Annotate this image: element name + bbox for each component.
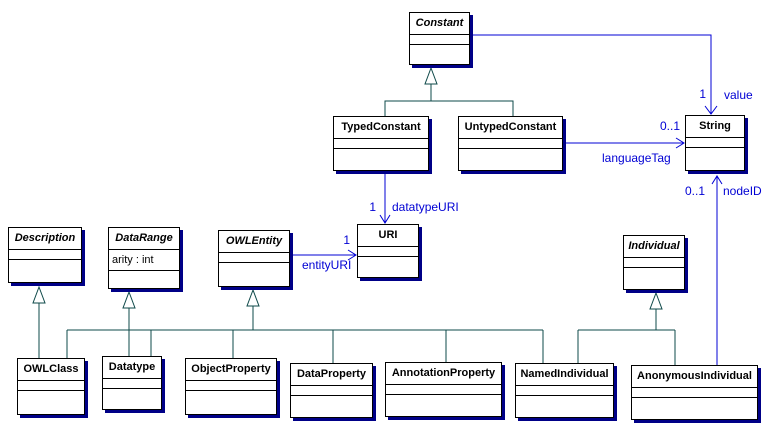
class-title: UntypedConstant [459,117,562,139]
attributes-compartment [632,388,757,398]
operations-compartment [9,260,81,282]
languagetag-multiplicity-label: 0..1 [659,119,680,133]
class-dataproperty[interactable]: DataProperty [290,363,373,418]
generalization-individual [577,291,676,365]
operations-compartment [334,149,428,170]
class-title: Description [9,228,81,250]
class-datarange[interactable]: DataRange arity : int [108,227,180,289]
class-title: Constant [410,13,469,35]
class-title: NamedIndividual [516,364,613,386]
languagetag-association-label: languageTag [602,151,671,165]
class-title: Individual [624,236,684,258]
operations-compartment [219,263,289,286]
class-title: TypedConstant [334,117,428,139]
class-owlclass[interactable]: OWLClass [17,358,85,415]
attributes-compartment [291,386,372,396]
operations-compartment [632,398,757,419]
operations-compartment [516,396,613,417]
operations-compartment [358,257,418,277]
attributes-compartment [624,258,684,268]
attributes-compartment [103,379,161,389]
operations-compartment [410,45,469,64]
generalization-description [32,285,46,358]
operations-compartment [291,396,372,417]
class-title: AnonymousIndividual [632,366,757,388]
class-title: DataProperty [291,364,372,386]
attributes-compartment [516,386,613,396]
attributes-compartment [334,139,428,149]
operations-compartment [686,148,744,170]
operations-compartment [186,391,276,414]
attributes-compartment [358,247,418,257]
class-title: DataRange [109,228,179,250]
operations-compartment [386,395,501,416]
attributes-compartment [186,381,276,391]
class-typedconstant[interactable]: TypedConstant [333,116,429,171]
class-individual[interactable]: Individual [623,235,685,290]
datatypeuri-association-label: datatypeURI [392,200,459,214]
attributes-compartment [459,139,562,149]
association-nodeid [711,175,723,365]
association-languagetag [566,137,685,149]
entityuri-multiplicity-label: 1 [343,233,350,247]
operations-compartment [18,391,84,414]
class-untypedconstant[interactable]: UntypedConstant [458,116,563,171]
generalization-owlentity [66,288,544,363]
class-constant[interactable]: Constant [409,12,470,65]
class-title: Datatype [103,357,161,379]
datatypeuri-multiplicity-label: 1 [369,200,376,214]
entityuri-association-label: entityURI [302,258,352,272]
class-namedindividual[interactable]: NamedIndividual [515,363,614,418]
class-title: OWLEntity [219,231,289,253]
class-title: String [686,116,744,138]
operations-compartment [103,389,161,409]
attributes-compartment [686,138,744,148]
attributes-compartment [386,385,501,395]
operations-compartment [624,268,684,289]
class-title: URI [358,225,418,247]
class-title: OWLClass [18,359,84,381]
class-description[interactable]: Description [8,227,82,283]
operations-compartment [109,271,179,288]
association-entityuri [293,249,357,261]
generalization-datarange [122,290,136,356]
class-anonymousindividual[interactable]: AnonymousIndividual [631,365,758,420]
class-title: AnnotationProperty [386,363,501,385]
class-title: ObjectProperty [186,359,276,381]
class-objectproperty[interactable]: ObjectProperty [185,358,277,415]
class-owlentity[interactable]: OWLEntity [218,230,290,287]
attributes-compartment: arity : int [109,250,179,271]
attributes-compartment [18,381,84,391]
class-string[interactable]: String [685,115,745,171]
class-annotationproperty[interactable]: AnnotationProperty [385,362,502,417]
attributes-compartment [9,250,81,260]
operations-compartment [459,149,562,170]
attributes-compartment [410,35,469,45]
association-datatypeuri [379,174,391,224]
class-datatype[interactable]: Datatype [102,356,162,410]
attributes-compartment [219,253,289,263]
value-association-label: value [724,88,753,102]
nodeid-multiplicity-label: 0..1 [684,184,705,198]
value-multiplicity-label: 1 [699,87,706,101]
class-uri[interactable]: URI [357,224,419,278]
association-value [472,34,718,115]
generalization-constant [384,66,514,116]
nodeid-association-label: nodeID [723,184,762,198]
